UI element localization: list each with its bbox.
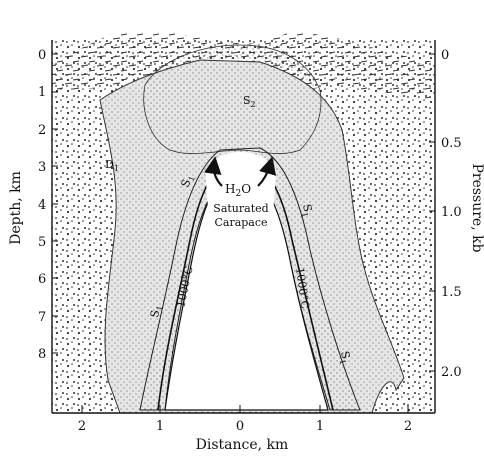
depth-tick-6: 6 <box>38 272 46 287</box>
left-axis-title: Depth, km <box>8 171 24 245</box>
depth-tick-5: 5 <box>38 235 46 250</box>
depth-tick-2: 2 <box>38 123 46 138</box>
depth-tick-0: 0 <box>38 48 46 63</box>
right-axis-title: Pressure, kb <box>469 163 484 252</box>
depth-tick-7: 7 <box>38 310 46 325</box>
depth-tick-4: 4 <box>38 198 46 213</box>
pressure-tick-3: 1.5 <box>441 285 462 300</box>
pressure-tick-1: 0.5 <box>441 136 462 151</box>
distance-tick-1: 1 <box>316 419 324 434</box>
saturated-label: Saturated <box>213 202 268 215</box>
distance-tick-2: 2 <box>404 419 412 434</box>
depth-tick-1: 1 <box>38 85 46 100</box>
depth-tick-3: 3 <box>38 160 46 175</box>
pressure-tick-2: 1.0 <box>441 205 462 220</box>
depth-tick-8: 8 <box>38 347 46 362</box>
distance-tick-0: 0 <box>236 419 244 434</box>
distance-tick-neg1: 1 <box>156 419 164 434</box>
pressure-tick-4: 2.0 <box>441 365 462 380</box>
pressure-tick-0: 0 <box>441 48 449 63</box>
x-axis-title: Distance, km <box>196 437 289 453</box>
carapace-label: Carapace <box>214 216 267 229</box>
distance-tick-neg2: 2 <box>78 419 86 434</box>
